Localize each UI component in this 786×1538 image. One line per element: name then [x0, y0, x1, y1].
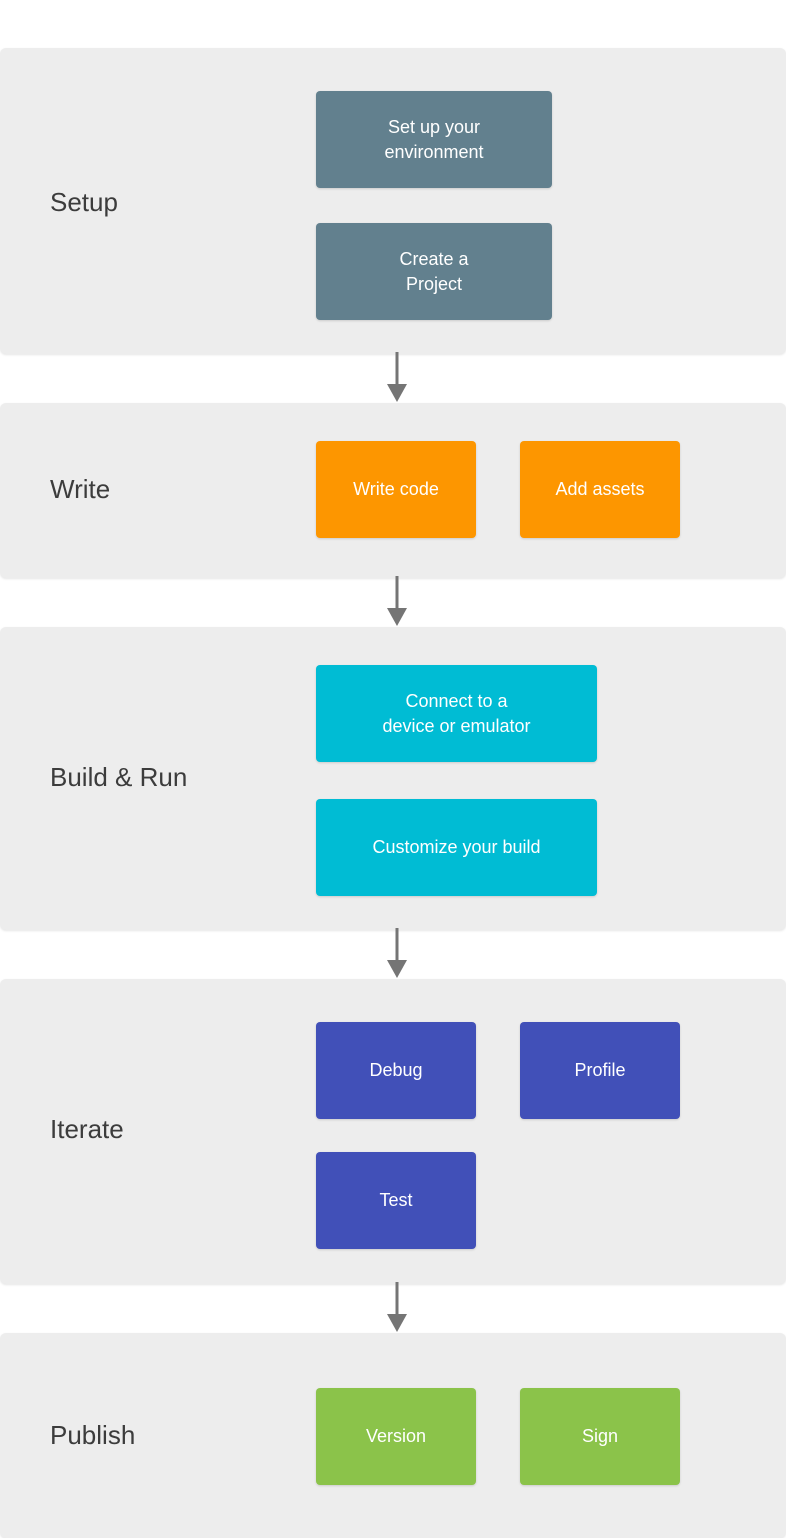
node-sign[interactable]: Sign — [520, 1388, 680, 1485]
stage-label-iterate: Iterate — [50, 1114, 124, 1145]
connector-write-to-build — [377, 576, 417, 628]
node-write-code[interactable]: Write code — [316, 441, 476, 538]
node-add-assets[interactable]: Add assets — [520, 441, 680, 538]
stage-label-setup: Setup — [50, 187, 118, 218]
node-set-up-your-environment[interactable]: Set up your environment — [316, 91, 552, 188]
stage-label-build-and-run: Build & Run — [50, 762, 188, 793]
node-create-a-project[interactable]: Create a Project — [316, 223, 552, 320]
node-version[interactable]: Version — [316, 1388, 476, 1485]
node-test[interactable]: Test — [316, 1152, 476, 1249]
connector-iterate-to-publish — [377, 1282, 417, 1334]
connector-setup-to-write — [377, 352, 417, 404]
connector-build-to-iterate — [377, 928, 417, 980]
node-customize-your-build[interactable]: Customize your build — [316, 799, 597, 896]
node-debug[interactable]: Debug — [316, 1022, 476, 1119]
node-profile[interactable]: Profile — [520, 1022, 680, 1119]
stage-label-write: Write — [50, 474, 111, 505]
node-connect-to-a-device-or-emulator[interactable]: Connect to a device or emulator — [316, 665, 597, 762]
stage-label-publish: Publish — [50, 1420, 136, 1451]
